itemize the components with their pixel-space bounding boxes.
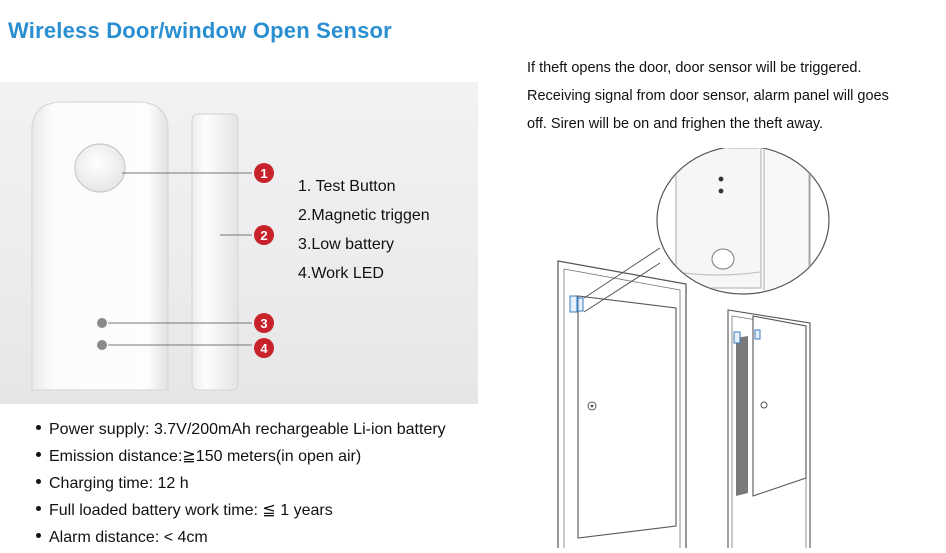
door-scene-illustration [548,145,938,553]
bullet-icon [36,506,41,512]
zoom-test-button [711,248,735,270]
door-leaf [577,295,677,539]
description-line: Receiving signal from door sensor, alarm… [527,88,889,104]
callout-1: 1 [254,163,274,183]
spec-item: Full loaded battery work time: ≦ 1 years [36,497,446,524]
small-door-leaf [752,315,807,497]
svg-text:1: 1 [260,166,267,181]
magnet-body [191,113,239,391]
svg-text:3: 3 [260,316,267,331]
spec-item: Alarm distance: < 4cm [36,524,446,551]
spec-list: Power supply: 3.7V/200mAh rechargeable L… [36,416,446,551]
zoom-bubble [656,145,830,295]
svg-text:4: 4 [260,341,268,356]
bullet-icon [36,425,41,431]
legend-item-low-battery: 3.Low battery [298,236,395,253]
spec-item: Power supply: 3.7V/200mAh rechargeable L… [36,416,446,443]
legend-item-magnetic: 2.Magnetic triggen [298,207,430,224]
sensor-illustration: 1 2 3 4 [31,101,274,391]
sensor-body [31,101,169,391]
description: If theft opens the door, door sensor wil… [527,54,937,138]
bullet-icon [36,533,41,539]
bullet-icon [36,452,41,458]
callout-2: 2 [254,225,274,245]
legend-item-work-led: 4.Work LED [298,265,384,282]
small-door-frame [727,309,811,548]
description-line: off. Siren will be on and frighen the th… [527,116,824,132]
work-led [97,340,107,350]
bullet-icon [36,479,41,485]
test-button [74,143,126,193]
legend-item-test-button: 1. Test Button [298,178,396,195]
svg-text:2: 2 [260,228,267,243]
product-photo: 1 2 3 4 [0,82,478,404]
callout-3: 3 [254,313,274,333]
parts-legend: 1. Test Button 2.Magnetic triggen 3.Low … [298,172,430,288]
small-door-gap [736,336,748,496]
small-door-sensor [733,331,741,344]
callout-4: 4 [254,338,274,358]
low-battery-led [97,318,107,328]
spec-item: Charging time: 12 h [36,470,446,497]
description-line: If theft opens the door, door sensor wil… [527,60,862,76]
door-knob-icon [587,401,597,411]
page-title: Wireless Door/window Open Sensor [8,18,392,43]
spec-item: Emission distance:≧150 meters(in open ai… [36,443,446,470]
door-sensor [569,295,578,313]
